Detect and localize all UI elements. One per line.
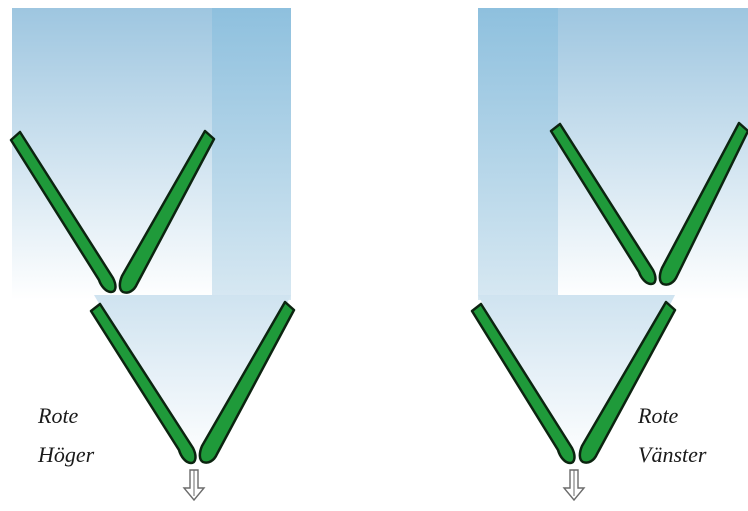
label-line-1: Rote — [637, 403, 679, 428]
rote-vanster-label: Rote Vänster — [637, 403, 707, 467]
upper-fluid-column — [558, 8, 748, 300]
rote-vanster-group: Rote Vänster — [472, 8, 748, 500]
rote-hoger-label: Rote Höger — [37, 403, 95, 467]
rote-hoger-group: Rote Höger — [11, 8, 294, 500]
label-line-1: Rote — [37, 403, 79, 428]
upper-fluid-column — [12, 8, 212, 300]
dark-fluid-column — [478, 8, 558, 300]
label-line-2: Vänster — [638, 442, 707, 467]
label-line-2: Höger — [37, 442, 95, 467]
lower-funnel-fluid — [94, 295, 291, 462]
down-arrow-icon — [564, 470, 584, 500]
dark-fluid-column — [212, 8, 291, 300]
down-arrow-icon — [184, 470, 204, 500]
lower-funnel-fluid — [478, 295, 675, 462]
